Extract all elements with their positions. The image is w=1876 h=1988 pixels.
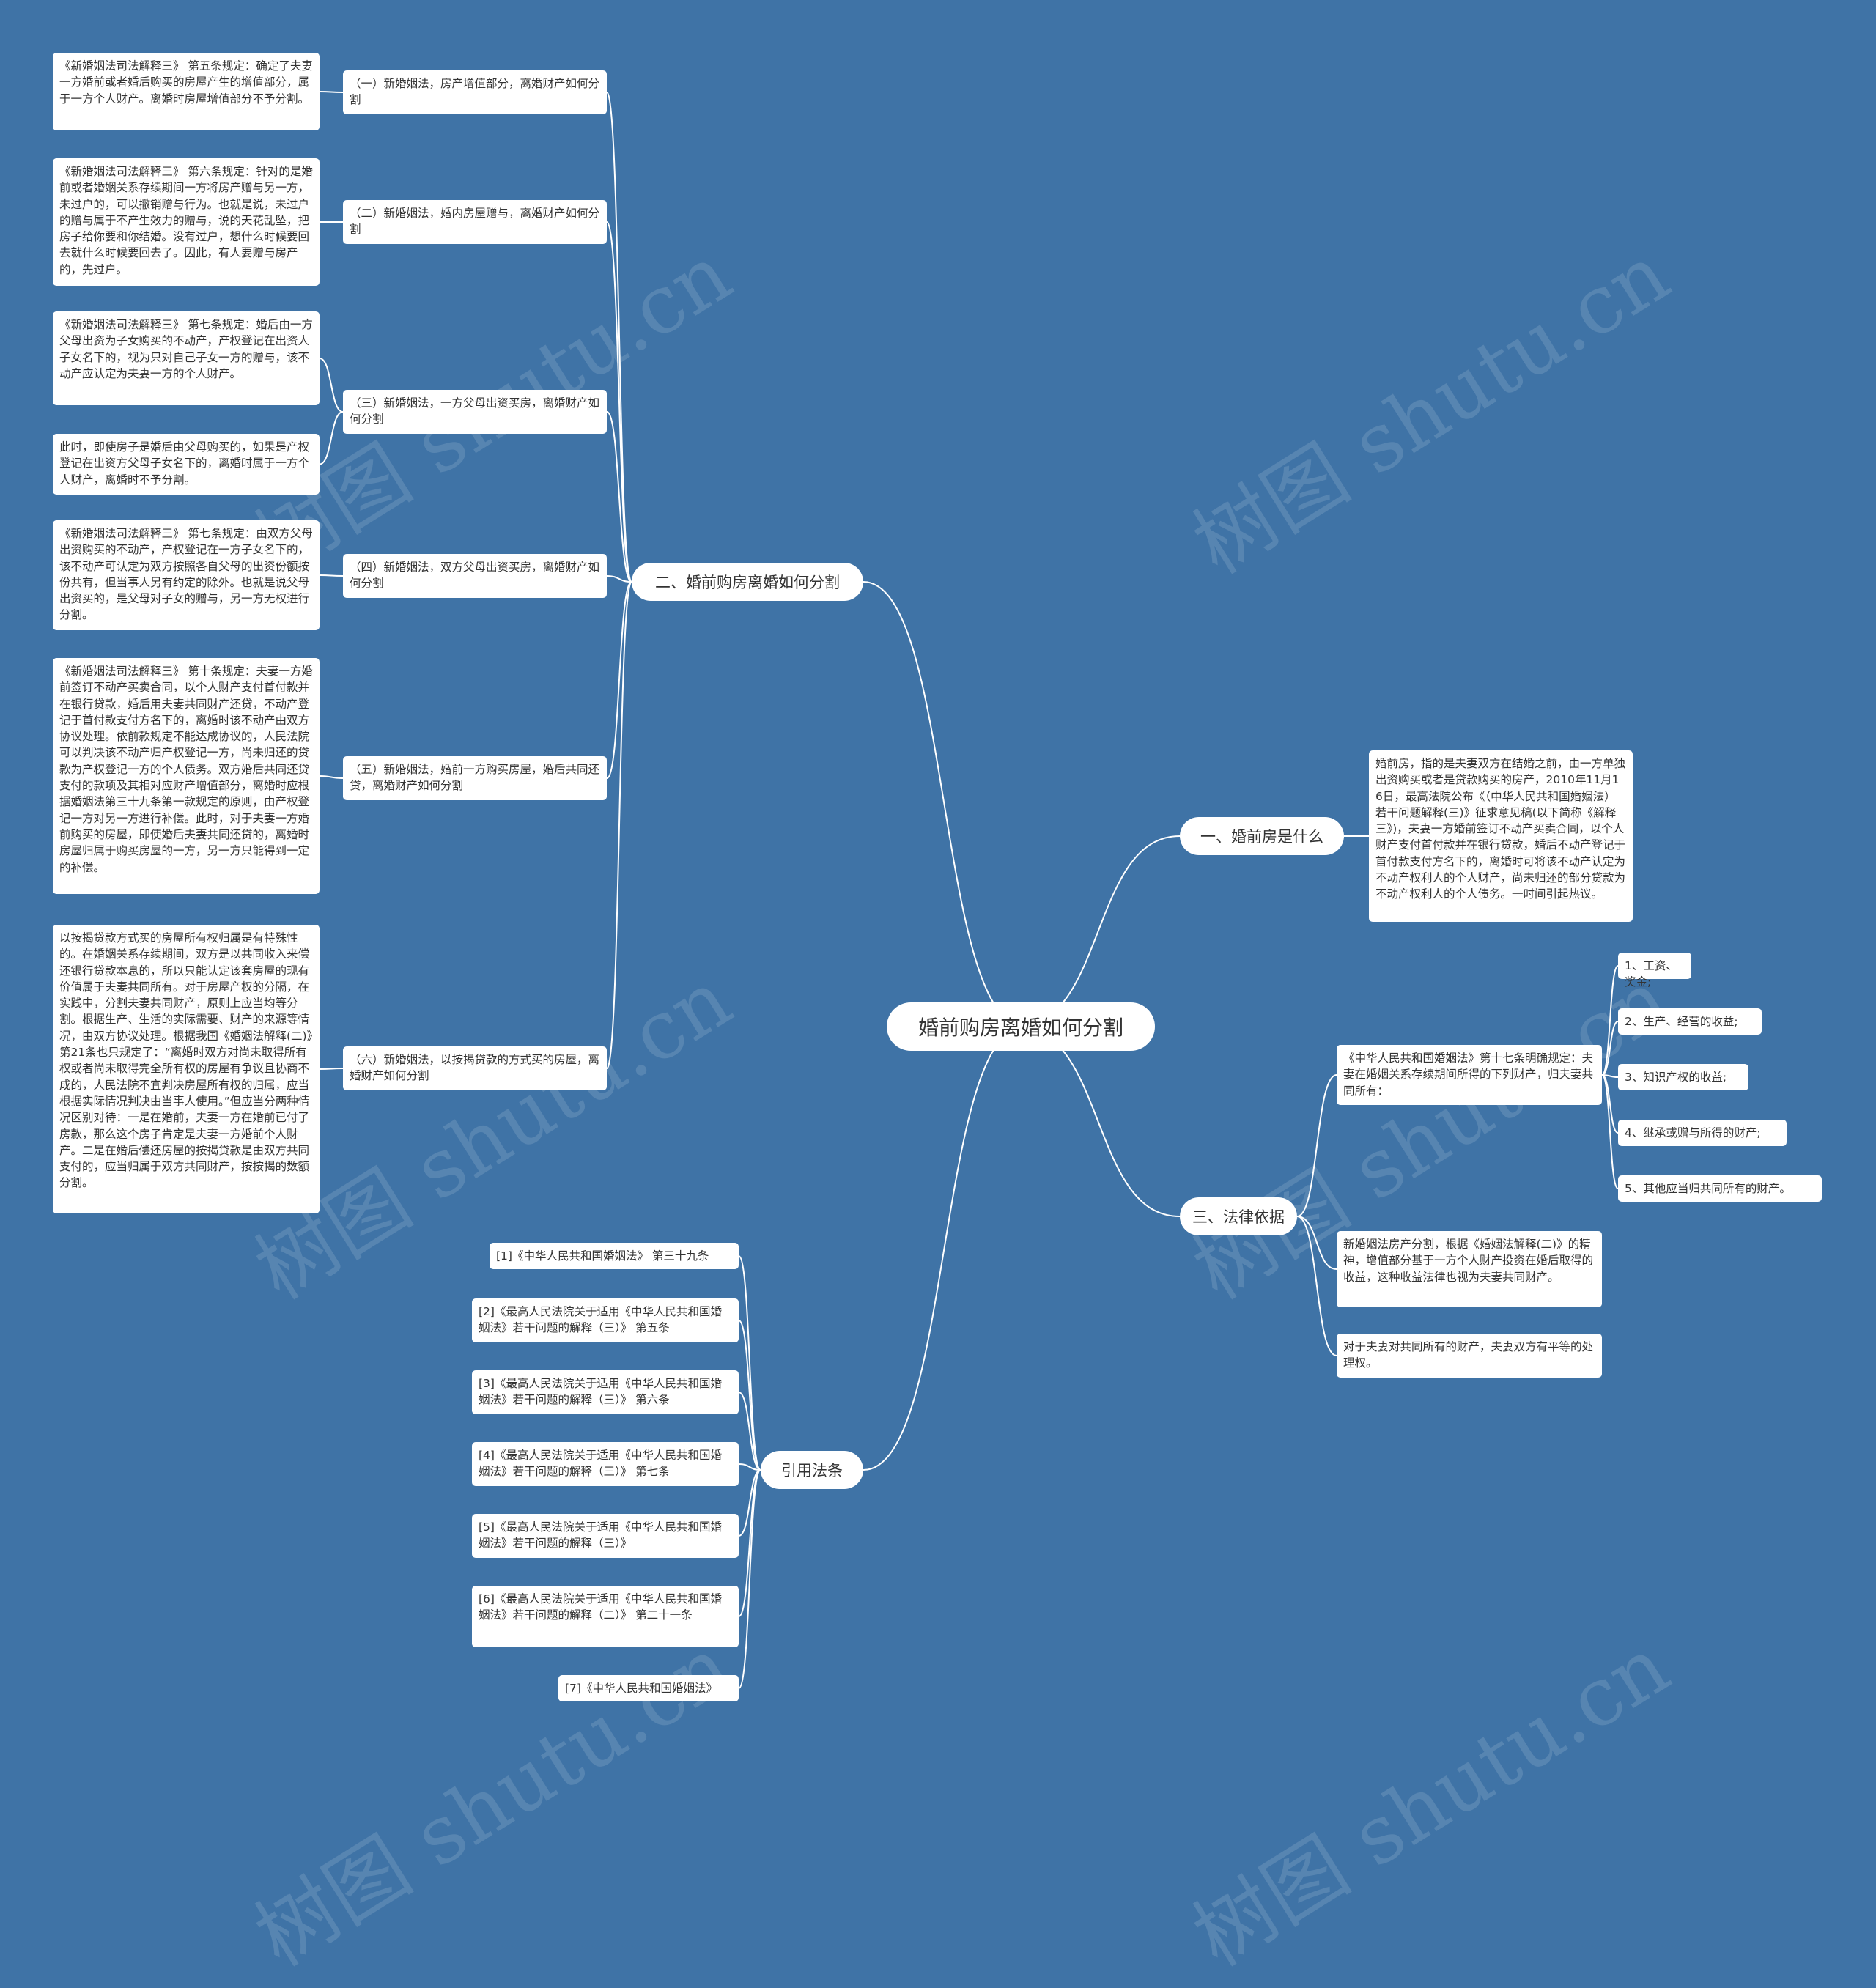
detail-one-parent-funded-note: 此时，即使房子是婚后由父母购买的，如果是产权登记在出资方父母子女名下的，离婚时属… (53, 434, 320, 495)
citation-item[interactable]: [4]《最高人民法院关于适用《中华人民共和国婚姻法》若干问题的解释（三）》 第七… (472, 1442, 739, 1486)
citation-item[interactable]: [7]《中华人民共和国婚姻法》 (558, 1675, 739, 1701)
appreciation-note: 新婚姻法房产分割，根据《婚姻法解释(二)》的精神，增值部分基于一方个人财产投资在… (1337, 1231, 1602, 1307)
connector (863, 581, 1026, 1027)
citation-item[interactable]: [3]《最高人民法院关于适用《中华人民共和国婚姻法》若干问题的解释（三）》 第六… (472, 1370, 739, 1414)
connector-lines (319, 91, 1619, 1689)
detail-joint-repayment: 《新婚姻法司法解释三》 第十条规定：夫妻一方婚前签订不动产买卖合同，以个人财产支… (53, 658, 320, 894)
connector (606, 411, 632, 583)
connector (1601, 1074, 1619, 1078)
connector (738, 1320, 761, 1471)
connector (606, 92, 632, 583)
connector (606, 581, 632, 779)
connector (1016, 1026, 1181, 1217)
connector (319, 574, 344, 577)
detail-appreciation: 《新婚姻法司法解释三》 第五条规定：确定了夫妻一方婚前或者婚后购买的房屋产生的增… (53, 53, 320, 130)
citation-item[interactable]: [6]《最高人民法院关于适用《中华人民共和国婚姻法》若干问题的解释（二）》 第二… (472, 1586, 739, 1647)
connector (319, 411, 344, 465)
law-item: 3、知识产权的收益; (1618, 1064, 1748, 1090)
subtopic-appreciation[interactable]: （一）新婚姻法，房产增值部分，离婚财产如何分割 (343, 70, 607, 114)
connector (606, 575, 632, 583)
law-item: 2、生产、经营的收益; (1618, 1008, 1762, 1035)
connector (738, 1469, 761, 1617)
connector (738, 1463, 761, 1471)
connector (1601, 1021, 1619, 1076)
citation-item[interactable]: [5]《最高人民法院关于适用《中华人民共和国婚姻法》若干问题的解释（三）》 (472, 1514, 739, 1558)
connector (319, 1068, 344, 1070)
connector (319, 775, 344, 779)
connector (863, 1026, 1026, 1471)
equal-rights-note: 对于夫妻对共同所有的财产，夫妻双方有平等的处理权。 (1337, 1334, 1602, 1378)
subtopic-joint-repayment[interactable]: （五）新婚姻法，婚前一方购买房屋，婚后共同还贷，离婚财产如何分割 (343, 756, 607, 800)
connector (1296, 1216, 1337, 1270)
connector (319, 358, 344, 413)
connector (1016, 835, 1181, 1027)
connector (606, 581, 632, 1069)
connector (606, 221, 632, 583)
detail-gift: 《新婚姻法司法解释三》 第六条规定：针对的是婚前或者婚姻关系存续期间一方将房产赠… (53, 158, 320, 286)
law-article-17: 《中华人民共和国婚姻法》第十七条明确规定：夫妻在婚姻关系存续期间所得的下列财产，… (1337, 1045, 1602, 1105)
subtopic-gift[interactable]: （二）新婚姻法，婚内房屋赠与，离婚财产如何分割 (343, 200, 607, 244)
connector (1296, 1216, 1337, 1356)
branch-cited-laws[interactable]: 引用法条 (761, 1451, 863, 1489)
branch-how-to-divide[interactable]: 二、婚前购房离婚如何分割 (632, 563, 863, 601)
connector (1601, 1074, 1619, 1189)
detail-mortgage: 以按揭贷款方式买的房屋所有权归属是有特殊性的。在婚姻关系存续期间，双方是以共同收… (53, 925, 320, 1213)
citation-item[interactable]: [1]《中华人民共和国婚姻法》 第三十九条 (490, 1243, 739, 1269)
law-item: 1、工资、奖金; (1618, 953, 1691, 989)
subtopic-one-parent-funded[interactable]: （三）新婚姻法，一方父母出资买房，离婚财产如何分割 (343, 390, 607, 434)
citation-item[interactable]: [2]《最高人民法院关于适用《中华人民共和国婚姻法》若干问题的解释（三）》 第五… (472, 1298, 739, 1342)
branch-what-is-premarital-house[interactable]: 一、婚前房是什么 (1180, 817, 1344, 855)
root-topic[interactable]: 婚前购房离婚如何分割 (887, 1002, 1155, 1051)
law-item: 4、继承或赠与所得的财产; (1618, 1120, 1787, 1146)
connector (738, 1469, 761, 1689)
connector (1601, 965, 1619, 1076)
connector (738, 1469, 761, 1537)
detail-both-parents-funded: 《新婚姻法司法解释三》 第七条规定：由双方父母出资购买的不动产，产权登记在一方子… (53, 520, 320, 630)
law-item: 5、其他应当归共同所有的财产。 (1618, 1175, 1822, 1202)
subtopic-mortgage[interactable]: （六）新婚姻法，以按揭贷款的方式买的房屋，离婚财产如何分割 (343, 1046, 607, 1090)
premarital-house-definition: 婚前房，指的是夫妻双方在结婚之前，由一方单独出资购买或者是贷款购买的房产，201… (1369, 750, 1633, 922)
subtopic-both-parents-funded[interactable]: （四）新婚姻法，双方父母出资买房，离婚财产如何分割 (343, 554, 607, 598)
connector (1296, 1074, 1337, 1217)
branch-legal-basis[interactable]: 三、法律依据 (1180, 1197, 1297, 1235)
detail-one-parent-funded: 《新婚姻法司法解释三》 第七条规定：婚后由一方父母出资为子女购买的不动产，产权登… (53, 311, 320, 405)
connector (738, 1392, 761, 1471)
connector (738, 1255, 761, 1471)
